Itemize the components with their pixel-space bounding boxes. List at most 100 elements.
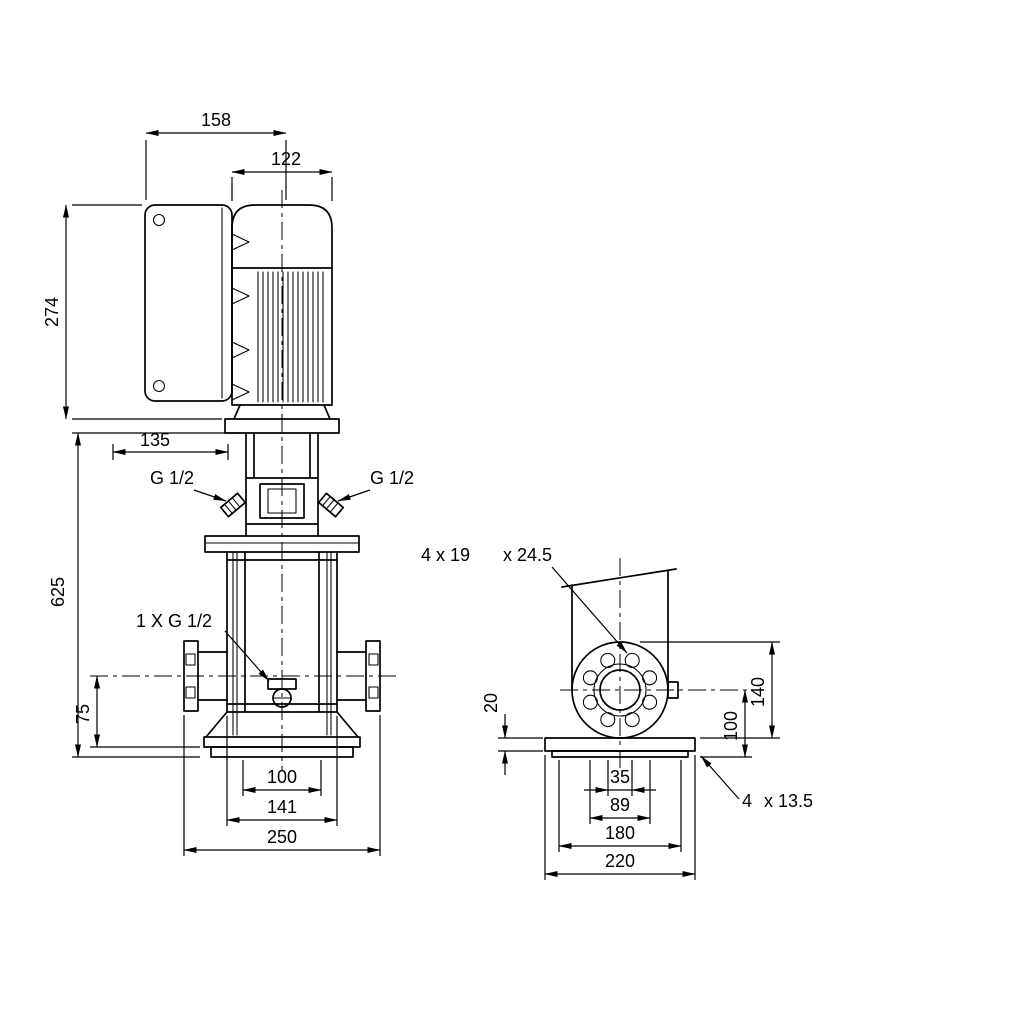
bolt-hole [624, 712, 640, 728]
port-label-drain: 1 X G 1/2 [136, 611, 212, 631]
port-label-g12-left: G 1/2 [150, 468, 194, 488]
bolt-hole [642, 694, 658, 710]
pump-head-flange [204, 535, 360, 553]
box-screw-top [152, 213, 166, 227]
flange-bore [599, 669, 641, 711]
motor-flange-taper [233, 404, 331, 420]
extension-lines [558, 760, 682, 852]
extension-lines [145, 140, 287, 200]
base-holes-label-b: x 13.5 [764, 791, 813, 811]
extension-lines [183, 715, 381, 856]
dim-pump-height-625: 625 [48, 432, 240, 758]
dim-bolt-span-180: 180 [558, 760, 682, 852]
dim-label-274: 274 [42, 297, 62, 327]
dim-motor-height-274: 274 [42, 204, 222, 420]
flange-holes-note: 4 x 19 x 24.5 [421, 545, 628, 654]
bolt-hole [600, 652, 616, 668]
extension-lines [589, 760, 651, 824]
extension-lines [231, 177, 333, 201]
dim-label-20: 20 [481, 693, 501, 713]
terminal-box [144, 204, 250, 402]
motor-body [224, 204, 340, 434]
discharge-bolt-top [368, 653, 379, 666]
leader-line [337, 489, 371, 502]
suction-flange [183, 640, 228, 712]
extension-lines [498, 737, 543, 752]
suction-neck [197, 651, 228, 701]
dim-label-220: 220 [605, 851, 635, 871]
port-label-g12-right: G 1/2 [370, 468, 414, 488]
leader-line [224, 630, 270, 682]
dim-label-89: 89 [610, 795, 630, 815]
motor-outline [231, 204, 333, 406]
bolt-hole [642, 670, 658, 686]
motor-flange [224, 418, 340, 434]
suction-bolt-top [185, 653, 196, 666]
dim-box-offset-135: 135 [112, 430, 229, 460]
bolt-hole [582, 670, 598, 686]
vent-plug-left [219, 492, 247, 518]
dim-label-100: 100 [267, 767, 297, 787]
coupling [267, 488, 297, 514]
plug-body [317, 492, 345, 518]
drain-plug [267, 678, 297, 708]
dim-ebox-width-158: 158 [145, 110, 287, 200]
base-feet-end [551, 750, 689, 758]
extension-lines [226, 716, 338, 826]
bolt-hole [600, 712, 616, 728]
dim-label-180: 180 [605, 823, 635, 843]
base-holes-label-a: 4 [742, 791, 752, 811]
flange-holes-label-b: x 24.5 [503, 545, 552, 565]
extension-lines [640, 641, 780, 739]
staybolts [232, 551, 332, 736]
dim-label-140: 140 [748, 677, 768, 707]
dim-label-250: 250 [267, 827, 297, 847]
dim-port-to-port-250: 250 [183, 715, 381, 856]
discharge-flange-face [365, 640, 381, 712]
dim-label-75: 75 [73, 704, 93, 724]
plug-threads [322, 496, 339, 513]
dim-flange-od-140: 140 [640, 641, 780, 739]
drain-port-label: 1 X G 1/2 [136, 611, 270, 682]
terminal-box-outline [144, 204, 233, 402]
dim-base-width-220: 220 [544, 755, 696, 880]
dim-base-hole-offset-89: 89 [589, 760, 651, 824]
pump-base-end [544, 737, 696, 758]
stack-outline [226, 551, 338, 713]
dim-base-thickness-20: 20 [481, 693, 543, 775]
bolt-hole [582, 694, 598, 710]
extension-lines [72, 204, 222, 420]
dim-port-height-100: 100 [700, 689, 752, 758]
extension-lines [72, 432, 240, 758]
suction-flange-face [183, 640, 199, 712]
discharge-neck [336, 651, 367, 701]
head-flange-outline [204, 535, 360, 553]
base-holes-note: 4 x 13.5 [700, 755, 813, 811]
dim-label-625: 625 [48, 577, 68, 607]
box-clips [231, 233, 250, 401]
plug-threads [224, 497, 241, 514]
plug-body [219, 492, 247, 518]
pump-base-side [203, 711, 361, 758]
extension-lines [544, 755, 696, 880]
pump-column-end [561, 568, 677, 689]
cooling-fins [257, 271, 324, 403]
side-plug [667, 681, 679, 699]
flange-raised-face [593, 663, 647, 717]
vent-port-label-left: G 1/2 [150, 468, 227, 502]
dim-label-35: 35 [610, 767, 630, 787]
dim-label-158: 158 [201, 110, 231, 130]
end-view: 140 100 20 35 89 180 [421, 545, 813, 880]
dim-motor-width-122: 122 [231, 149, 333, 201]
lantern-lines [245, 432, 319, 537]
coupling-window [259, 483, 305, 519]
suction-bolt-bottom [185, 686, 196, 699]
dim-drain-height-75: 75 [73, 675, 200, 748]
dim-label-122: 122 [271, 149, 301, 169]
base-feet [210, 746, 354, 758]
coupling-guard [245, 432, 319, 537]
dim-base-holes-100: 100 [242, 760, 322, 796]
column-sides [571, 570, 669, 689]
side-view: 158 122 274 135 625 75 [42, 110, 414, 856]
bolt-hole [624, 652, 640, 668]
